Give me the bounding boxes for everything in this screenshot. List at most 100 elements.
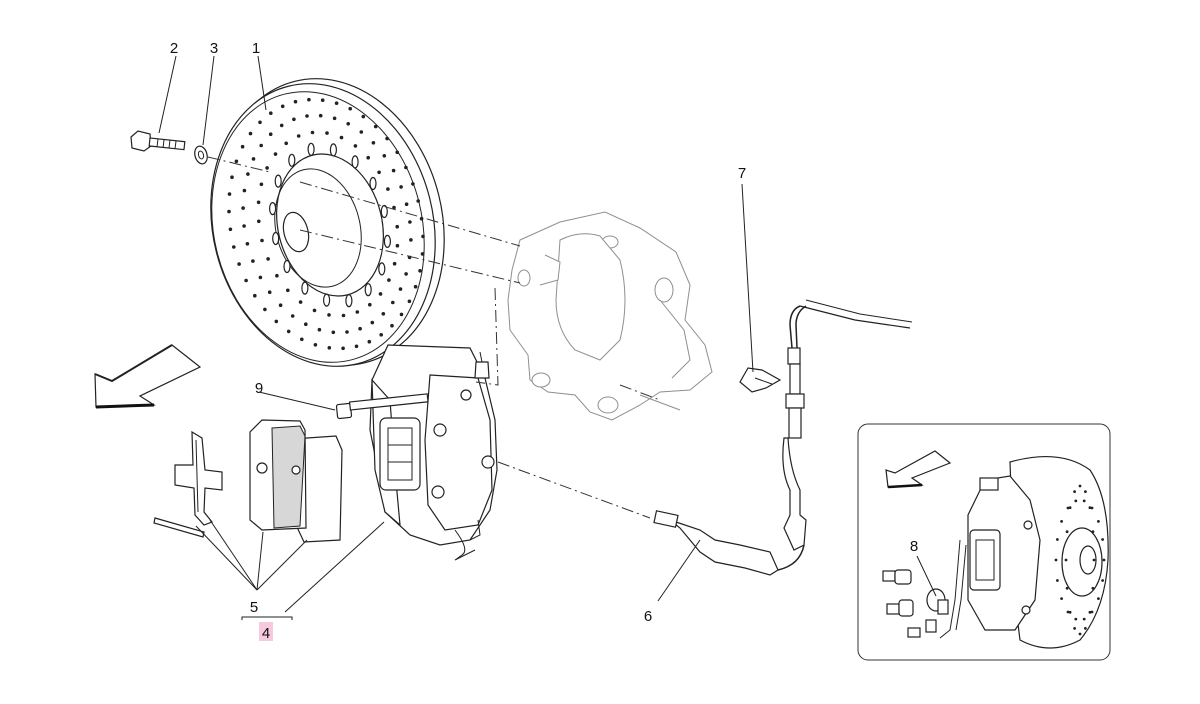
disc-hole [1097,520,1100,523]
caliper-bolt-9 [335,393,429,420]
disc-hole [408,220,412,224]
disc-hole [258,275,263,280]
callout-4[interactable]: 4 [262,625,270,642]
disc-hole [370,320,375,325]
disc-hole [391,168,396,173]
disc-hole [1084,627,1087,630]
disc-hole [399,312,404,317]
disc-hole [1056,538,1059,541]
disc-vent-slot [288,153,296,167]
disc-hole [371,141,376,145]
disc-hole [327,313,331,317]
disc-hole [1073,627,1076,630]
disc-hole [1064,558,1068,562]
disc-hole [1078,484,1082,488]
disc-hole [1082,617,1086,621]
disc-hole [1088,506,1092,510]
disc-hole [1073,490,1076,493]
disc-hole [355,310,360,314]
disc-hole [332,116,337,121]
disc-hole [269,111,273,115]
disc-hole [399,185,403,189]
disc-hole [398,287,403,291]
disc-hole [1078,632,1082,636]
disc-hole [377,170,381,175]
callout-1: 1 [252,40,260,57]
disc-vent-slot [380,204,388,219]
disc-hole [411,182,415,186]
disc-hole [228,227,233,232]
disc-hole [1060,520,1063,523]
disc-hole [290,314,295,318]
disc-hole [1088,610,1092,614]
disc-hole [346,122,351,126]
disc-hole [1091,530,1095,534]
callout-7: 7 [738,165,746,182]
disc-hole [1091,586,1095,590]
disc-hole [1068,506,1072,510]
disc-hole [416,199,421,203]
disc-hole [373,124,378,129]
disc-hole [420,252,425,256]
disc-hole [409,238,413,242]
disc-hole [361,114,366,119]
disc-hole [1101,579,1104,582]
disc-hole [413,284,418,289]
disc-hole [1065,586,1069,590]
disc-vent-slot [323,293,331,307]
disc-hole [244,278,248,283]
disc-hole [265,166,269,170]
disc-hole [395,224,400,229]
disc-hole [242,188,247,193]
disc-hole [278,303,283,308]
disc-hole [368,302,372,307]
disc-hole [318,113,323,118]
disc-hole [1092,558,1096,562]
disc-vent-slot [301,281,309,295]
direction-arrow [94,344,202,409]
disc-vent-slot [383,234,391,248]
callout-9: 9 [255,380,263,397]
disc-hole [293,99,298,104]
disc-hole [331,330,336,335]
disc-hole [257,219,261,224]
leader-lines [158,55,754,620]
disc-hole [325,131,329,135]
disc-hole [353,144,358,148]
disc-hole [317,327,322,332]
disc-hole [391,300,395,305]
disc-hole [395,150,400,155]
hose-bracket-7 [739,367,782,393]
callout-2: 2 [170,40,178,57]
inset-sensor-parts [882,569,949,638]
disc-hole [1074,617,1078,621]
disc-hole [390,323,394,328]
disc-hole [230,175,234,179]
disc-hole [386,187,390,191]
disc-hole [348,106,353,111]
disc-hole [305,114,309,118]
disc-hole [260,238,264,243]
disc-hole [407,299,412,304]
disc-hole [1066,506,1070,510]
disc-hole [307,97,311,102]
brake-caliper [369,344,498,561]
disc-hole [1056,579,1059,582]
brake-hose [653,299,913,576]
disc-hole [1074,499,1078,503]
disc-hole [1102,558,1106,562]
disc-hole [359,130,364,134]
disc-hole [358,326,362,331]
disc-hole [273,152,278,156]
disc-hole [258,120,262,125]
disc-hole [279,123,284,128]
disc-hole [227,209,231,214]
inset-direction-arrow [885,450,952,489]
disc-hole [263,307,267,312]
disc-hole [1068,610,1072,614]
disc-hole [404,165,408,170]
disc-hole [266,257,270,261]
disc-hole [227,192,232,196]
callout-3: 3 [210,40,218,57]
